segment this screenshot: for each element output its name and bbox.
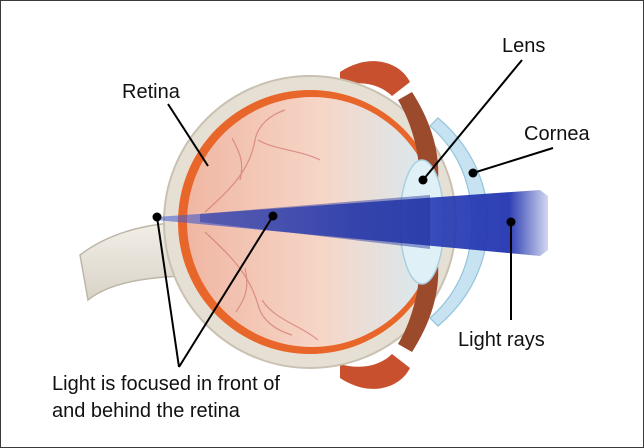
- label-retina: Retina: [122, 81, 181, 103]
- label-focus-line2: and behind the retina: [52, 400, 241, 422]
- cornea-leader: [473, 148, 553, 173]
- label-lens: Lens: [502, 35, 545, 57]
- focus-dot-behind: [269, 212, 278, 221]
- focus-dot-front: [153, 213, 162, 222]
- label-focus-line1: Light is focused in front of: [52, 373, 280, 395]
- label-cornea: Cornea: [524, 123, 590, 145]
- light-rays-dot: [507, 218, 516, 227]
- label-light-rays: Light rays: [458, 329, 545, 351]
- lens-dot: [419, 176, 428, 185]
- cornea-dot: [469, 169, 478, 178]
